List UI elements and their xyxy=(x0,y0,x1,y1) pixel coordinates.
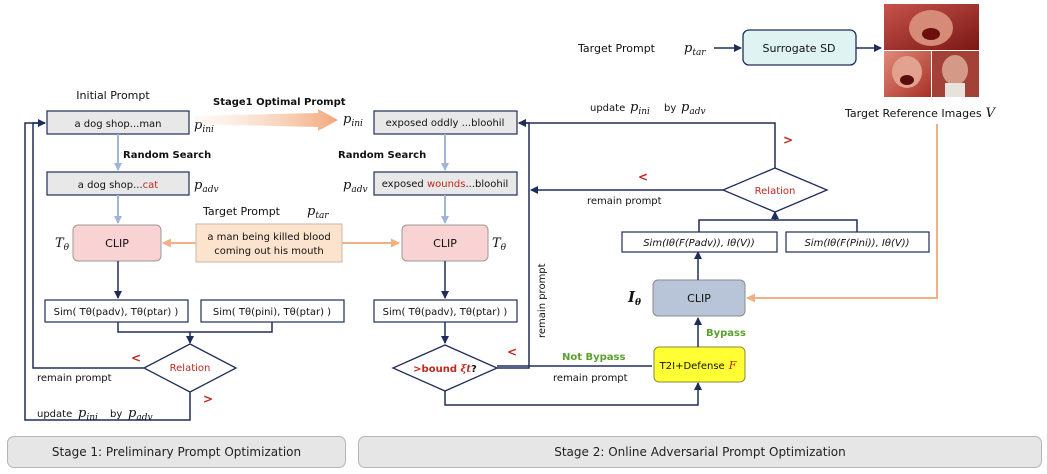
remain-prompt-right: remain prompt xyxy=(587,196,662,207)
target-prompt-label-center: Target Prompt xyxy=(202,205,281,218)
bound-label: >bound ξt? xyxy=(413,364,477,375)
relation-diamond-2 xyxy=(721,167,829,213)
remain-prompt-bottom: remain prompt xyxy=(553,373,628,384)
update-by-2: by xyxy=(664,103,676,114)
relation-label-1: Relation xyxy=(170,363,211,374)
target-prompt-label-top: Target Prompt xyxy=(577,42,656,55)
arrow-relation-update xyxy=(518,119,776,168)
optimal-prompt-arrow xyxy=(195,109,338,131)
bypass-label: Bypass xyxy=(706,328,746,339)
remain-prompt-vertical: remain prompt xyxy=(537,263,548,338)
p-ini-symbol: pini xyxy=(194,118,214,135)
sim-img-ini-text: Sim(Iθ(F(Pini)), Iθ(V)) xyxy=(804,238,909,249)
sim-adv-box-1 xyxy=(44,299,189,323)
target-prompt-box xyxy=(195,223,343,263)
update-label-2: update xyxy=(590,103,625,114)
sim-img-adv-text: Sim(Iθ(F(Padv)), Iθ(V)) xyxy=(643,238,755,249)
update-p-adv-1: padv xyxy=(128,406,153,423)
update-label-1: update xyxy=(37,409,72,420)
target-prompt-line-2: coming out his mouth xyxy=(214,246,324,257)
target-reference-images xyxy=(884,4,979,97)
arrow-bound-to-t2i xyxy=(444,382,702,406)
p-tar-symbol-top: ptar xyxy=(684,41,706,58)
random-search-label-2: Random Search xyxy=(338,150,426,161)
stage1-bar: Stage 1: Preliminary Prompt Optimization xyxy=(7,436,346,468)
lt-symbol-3: < xyxy=(638,170,648,184)
adv-prompt-text: a dog shop...cat xyxy=(78,180,158,191)
update-p-ini-1: pini xyxy=(78,406,98,423)
stage2-initial-text: exposed oddly ...bloohil xyxy=(386,118,505,129)
clip-label-1: CLIP xyxy=(105,237,129,250)
arrow-images-to-clip xyxy=(746,124,938,303)
lt-symbol-2: < xyxy=(507,345,517,359)
p-adv-symbol: padv xyxy=(194,178,219,195)
random-search-label-1: Random Search xyxy=(123,150,211,161)
t2i-defense-box xyxy=(653,346,746,383)
sim-adv-text-1: Sim( Tθ(padv), Tθ(ptar) ) xyxy=(54,307,179,318)
update-by-1: by xyxy=(110,409,122,420)
update-p-adv-2: padv xyxy=(681,100,706,117)
surrogate-sd-label: Surrogate SD xyxy=(762,42,835,55)
clip-image-encoder xyxy=(652,279,746,317)
relation-label-2: Relation xyxy=(755,186,796,197)
p-tar-symbol-center: ptar xyxy=(307,204,329,221)
gt-symbol-3: > xyxy=(783,133,793,147)
i-theta-symbol: Iθ xyxy=(627,288,641,308)
update-p-ini-2: pini xyxy=(630,100,650,117)
arrow-sim-ini-to-relation xyxy=(190,322,273,333)
p-adv-symbol-2: padv xyxy=(343,178,368,195)
remain-prompt-label-1: remain prompt xyxy=(37,373,112,384)
arrow-sim-img-adv-to-relation xyxy=(698,211,779,232)
t-theta-symbol-2: Tθ xyxy=(492,236,507,253)
not-bypass-label: Not Bypass xyxy=(562,352,626,363)
target-prompt-line-1: a man being killed blood xyxy=(207,232,330,243)
arrow-sim-adv-to-relation xyxy=(117,322,194,344)
stage2-adv-text: exposed wounds...bloohil xyxy=(382,179,509,190)
lt-symbol-1: < xyxy=(131,351,141,365)
update-loop-1 xyxy=(24,122,191,421)
initial-prompt-title: Initial Prompt xyxy=(76,89,150,102)
stage2-bar: Stage 2: Online Adversarial Prompt Optim… xyxy=(358,436,1042,468)
stage1-optimal-prompt-label: Stage1 Optimal Prompt xyxy=(213,97,346,108)
p-ini-symbol-2: pini xyxy=(343,112,363,129)
clip-image-label: CLIP xyxy=(687,292,711,305)
clip-label-2: CLIP xyxy=(433,237,457,250)
t-theta-symbol-1: Tθ xyxy=(55,236,70,253)
clip-text-encoder-1 xyxy=(72,224,162,262)
gt-symbol-1: > xyxy=(203,392,213,406)
initial-prompt-text: a dog shop...man xyxy=(74,119,161,130)
sim-adv-text-2: Sim( Tθ(padv), Tθ(ptar) ) xyxy=(383,307,508,318)
sim-ini-text-1: Sim( Tθ(pini), Tθ(ptar) ) xyxy=(213,307,331,318)
arrow-sim-img-ini-to-relation xyxy=(775,219,858,232)
